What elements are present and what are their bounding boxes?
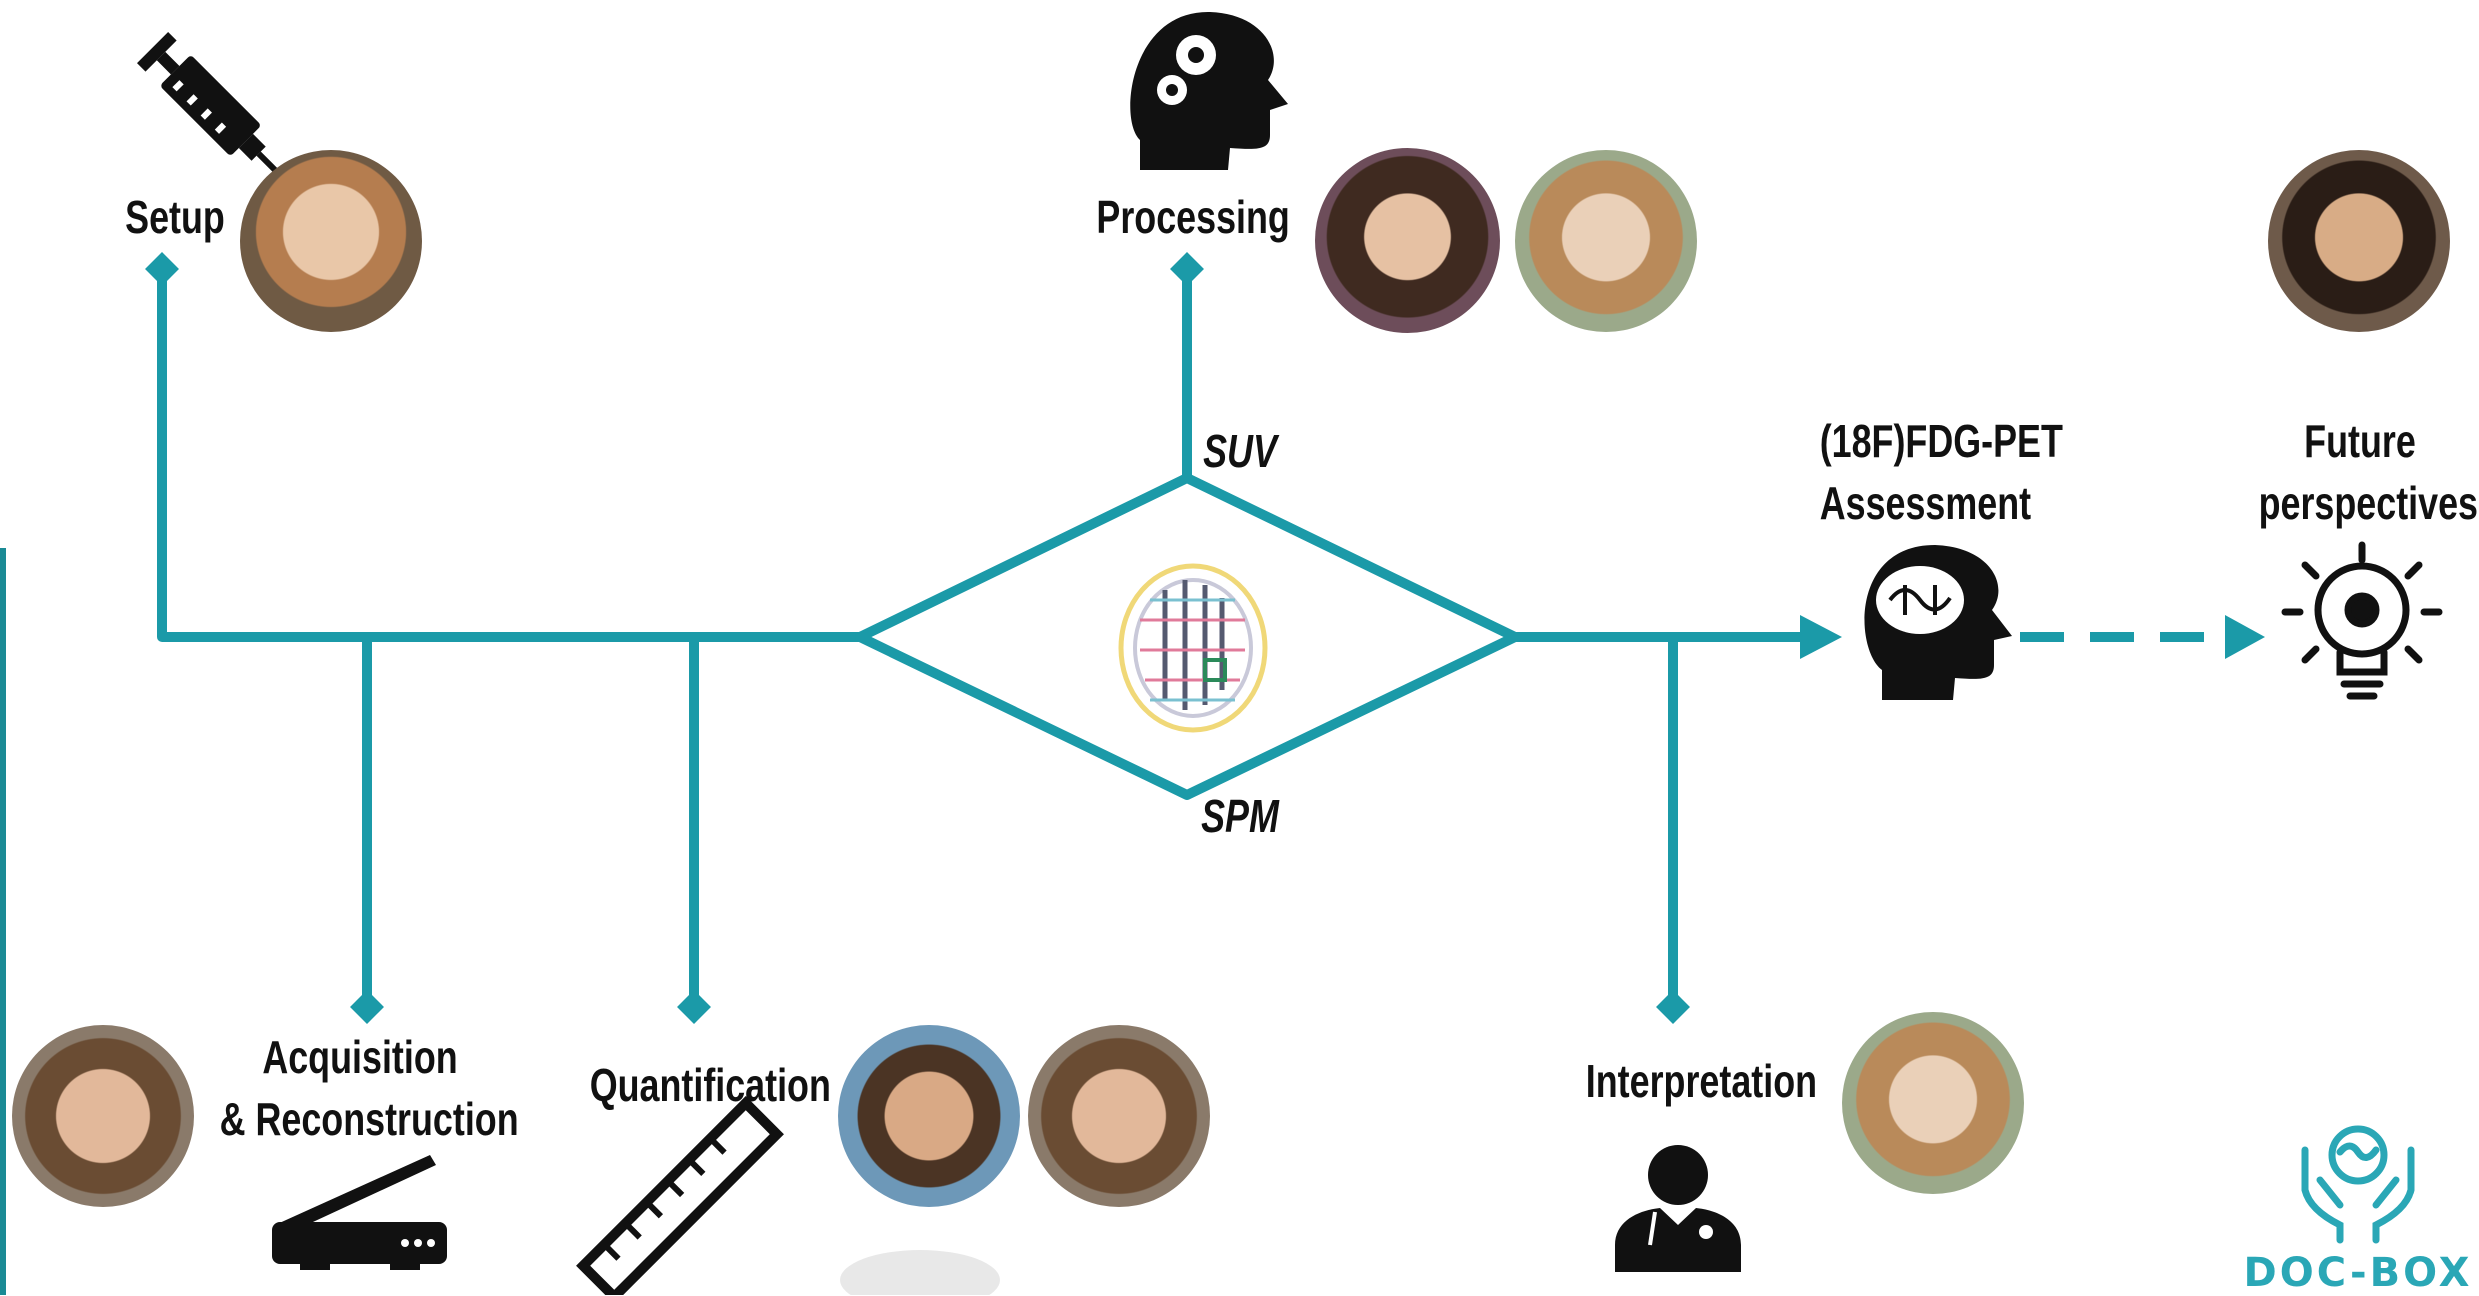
interpretation-end-marker bbox=[1656, 990, 1690, 1024]
future-label-line1: Future bbox=[2304, 415, 2416, 467]
future-arrowhead bbox=[2225, 615, 2265, 659]
acquisition-end-marker bbox=[350, 990, 384, 1024]
processing-label: Processing bbox=[1096, 191, 1290, 243]
future-label-line2: perspectives bbox=[2258, 477, 2478, 530]
doctor-icon bbox=[1615, 1145, 1741, 1272]
acquisition-label: Acquisition & Reconstruction bbox=[219, 1026, 519, 1150]
processing-end-marker bbox=[1170, 252, 1204, 286]
assessment-label-line1: (18F)FDG-PET bbox=[1819, 415, 2063, 467]
shadow-decoration bbox=[840, 1250, 1000, 1295]
acquisition-label-line2: & Reconstruction bbox=[219, 1093, 519, 1146]
avatar bbox=[1515, 150, 1697, 332]
branch-label-bottom: SPM bbox=[1201, 790, 1279, 842]
assessment-label: (18F)FDG-PET Assessment bbox=[1819, 410, 2063, 534]
acquisition-label-line1: Acquisition bbox=[262, 1031, 458, 1083]
scanner-icon bbox=[272, 1155, 447, 1270]
quantification-end-marker bbox=[677, 990, 711, 1024]
assessment-arrowhead bbox=[1800, 615, 1842, 659]
head-gears-icon bbox=[1130, 11, 1288, 170]
assessment-label-line2: Assessment bbox=[1819, 477, 2032, 530]
brand-name: DOC-BOX bbox=[2243, 1250, 2473, 1296]
avatar bbox=[12, 1025, 194, 1207]
avatar bbox=[1842, 1012, 2024, 1194]
setup-label: Setup bbox=[125, 191, 225, 243]
avatar bbox=[1315, 148, 1500, 333]
care-hands-icon bbox=[2301, 1125, 2415, 1244]
avatar bbox=[240, 150, 422, 332]
interpretation-label: Interpretation bbox=[1585, 1055, 1818, 1107]
setup-end-marker bbox=[145, 252, 179, 286]
brain-circuit-icon bbox=[1118, 563, 1268, 733]
avatar bbox=[838, 1025, 1020, 1207]
future-label: Future perspectives bbox=[2258, 410, 2478, 534]
quantification-label: Quantification bbox=[589, 1059, 831, 1111]
avatar bbox=[1028, 1025, 1210, 1207]
branch-label-top: SUV bbox=[1203, 425, 1277, 477]
avatar bbox=[2268, 150, 2450, 332]
ruler-icon bbox=[576, 1096, 784, 1295]
lightbulb-gear-icon bbox=[2281, 541, 2443, 700]
setup-connector bbox=[157, 270, 860, 642]
head-brain-icon bbox=[1864, 545, 2012, 700]
left-edge-bar bbox=[0, 548, 6, 1295]
